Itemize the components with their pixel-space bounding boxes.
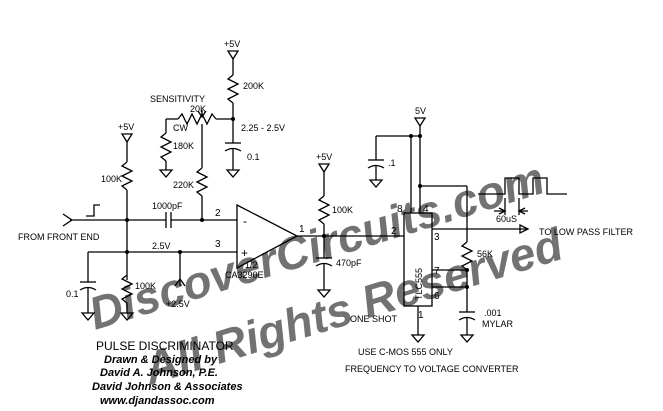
junction (125, 250, 129, 254)
ground-symbol (316, 289, 332, 298)
label-r100k-bottom: 100K (135, 281, 156, 291)
cap-0-1-bypass-plate-b (367, 164, 385, 169)
junction (409, 134, 413, 138)
ground-symbol (410, 334, 426, 343)
label-opamp-part: CA3290E (225, 270, 264, 280)
ground-symbol (225, 169, 241, 178)
label-pin3: 3 (434, 232, 440, 243)
ground-symbol (80, 312, 96, 321)
label-one-shot: ONE SHOT (350, 314, 398, 324)
resistor-200k (226, 74, 240, 104)
vref-arrow (174, 277, 186, 287)
label-cmos-only: USE C-MOS 555 ONLY (358, 347, 453, 357)
junction (465, 285, 469, 289)
label-r200k: 200K (243, 81, 264, 91)
label-cw: CW (173, 123, 188, 133)
label-opamp-half: 1/2 (245, 260, 258, 270)
label-r100k-output: 100K (332, 205, 353, 215)
label-pin8: 8 (397, 204, 403, 215)
label-plus2-5v: +2.5V (166, 299, 190, 309)
pulse-width-marker (494, 207, 528, 215)
label-opamp-plus: + (241, 246, 248, 260)
vcc-arrow-input (120, 133, 134, 144)
vcc-arrow-output (317, 163, 331, 174)
label-plus5v-output: +5V (316, 152, 332, 162)
label-c470pf: 470pF (336, 258, 362, 268)
junction (465, 268, 469, 272)
junction (125, 218, 129, 222)
title: PULSE DISCRIMINATOR (96, 339, 234, 353)
output-arrow (519, 223, 530, 235)
website: www.djandassoc.com (100, 395, 215, 407)
ground-symbol (368, 179, 384, 188)
label-pin4: 4 (423, 204, 429, 215)
label-2-5v: 2.5V (152, 241, 171, 251)
ground-symbol (119, 312, 135, 321)
cap-001-mylar-plate-b (458, 316, 476, 321)
label-opamp-pin3: 3 (215, 239, 221, 250)
label-c1000pf: 1000pF (152, 201, 183, 211)
label-pin7: 7 (434, 266, 440, 277)
label-opamp-minus: - (243, 214, 247, 228)
label-pulse-width: 60uS (496, 214, 517, 224)
vcc-arrow-pot (226, 50, 240, 61)
cap-0-1-left-plate-b (79, 286, 97, 291)
label-to-lpf: TO LOW PASS FILTER (539, 227, 634, 237)
pot-wiper-arrow (197, 110, 207, 119)
vcc-arrow-555 (413, 117, 427, 128)
junction (418, 134, 422, 138)
label-c01-left: 0.1 (66, 289, 79, 299)
label-sensitivity: SENSITIVITY (150, 94, 205, 104)
resistor-100k-input (120, 161, 134, 191)
label-plus5v-555: 5V (415, 106, 426, 116)
output-pulse-waveform (478, 177, 567, 195)
cap-470pf-plate-b (315, 262, 333, 267)
label-c1: .1 (388, 158, 396, 168)
resistor-100k-pullup (317, 195, 331, 225)
label-r180k: 180K (173, 141, 194, 151)
label-c001: .001 (484, 308, 502, 318)
label-fvc: FREQUENCY TO VOLTAGE CONVERTER (345, 364, 519, 374)
resistor-220k (195, 167, 209, 197)
drawn-by: Drawn & Designed by (104, 354, 218, 366)
label-plus5v-input: +5V (118, 122, 134, 132)
label-opamp-out-pin: 1 (299, 224, 305, 235)
input-pulse-symbol (86, 204, 100, 217)
label-r20k: 20K (190, 104, 206, 114)
label-from-front-end: FROM FRONT END (18, 232, 100, 242)
label-pin1: 1 (418, 310, 424, 321)
junction (418, 184, 422, 188)
label-opamp-pin2: 2 (215, 208, 221, 219)
label-ic-tlc555: TLC555 (414, 268, 424, 300)
label-plus5v-pot: +5V (224, 39, 240, 49)
label-r56k: 56K (477, 249, 493, 259)
label-pin6: 6 (434, 291, 440, 302)
company: David Johnson & Associates (92, 381, 243, 393)
resistor-56k (460, 241, 474, 271)
resistor-180k (159, 132, 173, 162)
opamp-triangle (236, 203, 299, 270)
label-mylar: MYLAR (482, 319, 514, 329)
label-pin2: 2 (391, 226, 397, 237)
ground-symbol (459, 334, 475, 343)
ground-symbol (158, 169, 174, 178)
author: David A. Johnson, P.E. (100, 367, 218, 379)
potentiometer-20k (177, 112, 217, 126)
label-range: 2.25 - 2.5V (241, 123, 285, 133)
cap-0-1-top-plate-b (224, 147, 242, 152)
resistor-100k-bottom (120, 274, 134, 304)
label-r100k-input: 100K (101, 174, 122, 184)
label-c01-top: 0.1 (247, 152, 260, 162)
label-r220k: 220K (173, 180, 194, 190)
